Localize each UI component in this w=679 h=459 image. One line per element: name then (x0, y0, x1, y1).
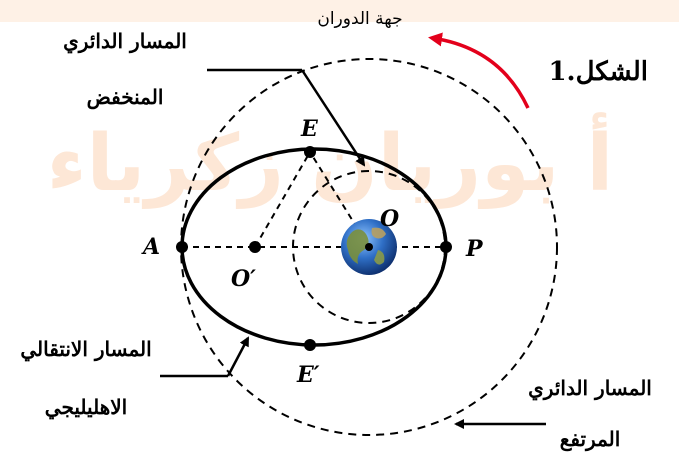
point-e (304, 146, 316, 158)
high-orbit-label-line2: المرتفع (560, 427, 621, 452)
label-p: P (465, 236, 484, 262)
earth-icon (341, 219, 397, 275)
label-e-prime: E′ (296, 362, 320, 388)
point-o-prime (249, 241, 261, 253)
transfer-orbit-leader-arrow (226, 336, 250, 377)
focus-line-o-prime-e (254, 151, 311, 248)
watermark-band (0, 0, 679, 22)
point-e-prime (304, 339, 316, 351)
low-orbit-leader-arrow (300, 69, 366, 167)
focus-line-o-e (309, 151, 370, 248)
low-orbit-label-line1: المسار الدائري (63, 29, 187, 54)
label-a: A (141, 234, 160, 260)
label-e: E (300, 116, 319, 142)
transfer-orbit-label-line1: المسار الانتقالي (20, 337, 151, 362)
watermark-text: أ بوريان زكرياء (47, 112, 614, 209)
point-p (440, 241, 452, 253)
figure-label: الشكل.1 (548, 57, 648, 87)
high-orbit-label-line1: المسار الدائري (528, 376, 652, 401)
point-a (176, 241, 188, 253)
transfer-orbit-label-line2: الاهليليجي (45, 395, 127, 420)
rotation-direction-arrow (428, 32, 530, 109)
rotation-direction-label: جهة الدوران (317, 9, 402, 29)
low-orbit-label-line2: المنخفض (87, 85, 164, 110)
label-o: O (380, 206, 399, 232)
label-o-prime: O′ (231, 266, 256, 292)
